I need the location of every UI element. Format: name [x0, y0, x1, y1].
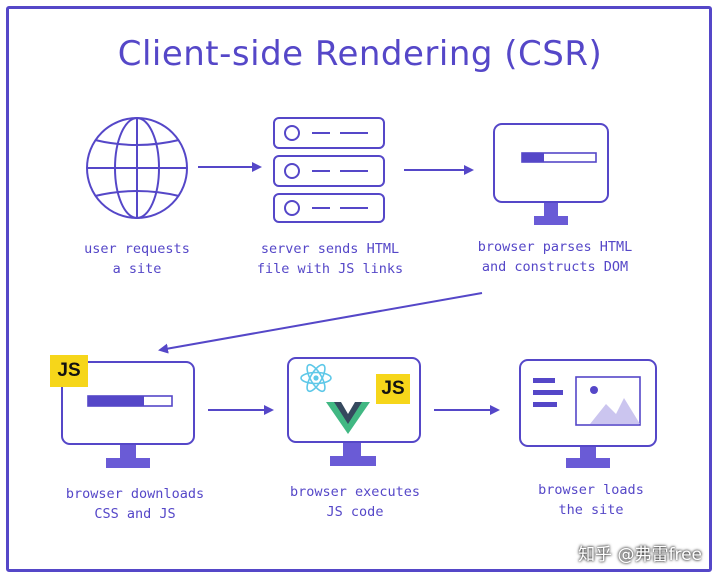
vue-logo-icon: [326, 402, 370, 434]
step-6-caption: browser loads the site: [501, 480, 681, 520]
watermark: 知乎 @弗雷free: [578, 545, 702, 565]
monitor-icon-parse: [493, 123, 609, 225]
js-badge: JS: [376, 374, 410, 404]
server-icon: [273, 117, 385, 223]
globe-icon: [86, 117, 188, 219]
react-logo-icon: [300, 363, 332, 393]
monitor-icon-download: [61, 361, 195, 468]
step-2-caption: server sends HTML file with JS links: [240, 239, 420, 279]
diagram-title: Client-side Rendering (CSR): [117, 34, 603, 74]
caption-line: browser executes: [289, 484, 421, 500]
arrow-row1-to-row2: [158, 292, 483, 354]
caption-line: a site: [112, 261, 162, 277]
caption-line: file with JS links: [256, 261, 404, 277]
caption-line: browser loads: [538, 482, 644, 498]
step-1-caption: user requests a site: [47, 239, 227, 279]
step-3-caption: browser parses HTML and constructs DOM: [460, 237, 650, 277]
step-4-caption: browser downloads CSS and JS: [40, 484, 230, 524]
step-5-caption: browser executes JS code: [265, 482, 445, 522]
caption-line: server sends HTML: [260, 241, 400, 257]
caption-line: browser parses HTML: [477, 239, 633, 255]
js-badge: JS: [50, 355, 88, 387]
monitor-icon-loaded: [519, 359, 657, 468]
caption-line: user requests: [84, 241, 190, 257]
caption-line: and constructs DOM: [481, 259, 629, 275]
caption-line: browser downloads: [65, 486, 205, 502]
monitor-icon-execute: [287, 357, 421, 466]
caption-line: JS code: [326, 504, 384, 520]
diagram-frame: [6, 6, 712, 572]
caption-line: CSS and JS: [94, 506, 176, 522]
caption-line: the site: [558, 502, 624, 518]
